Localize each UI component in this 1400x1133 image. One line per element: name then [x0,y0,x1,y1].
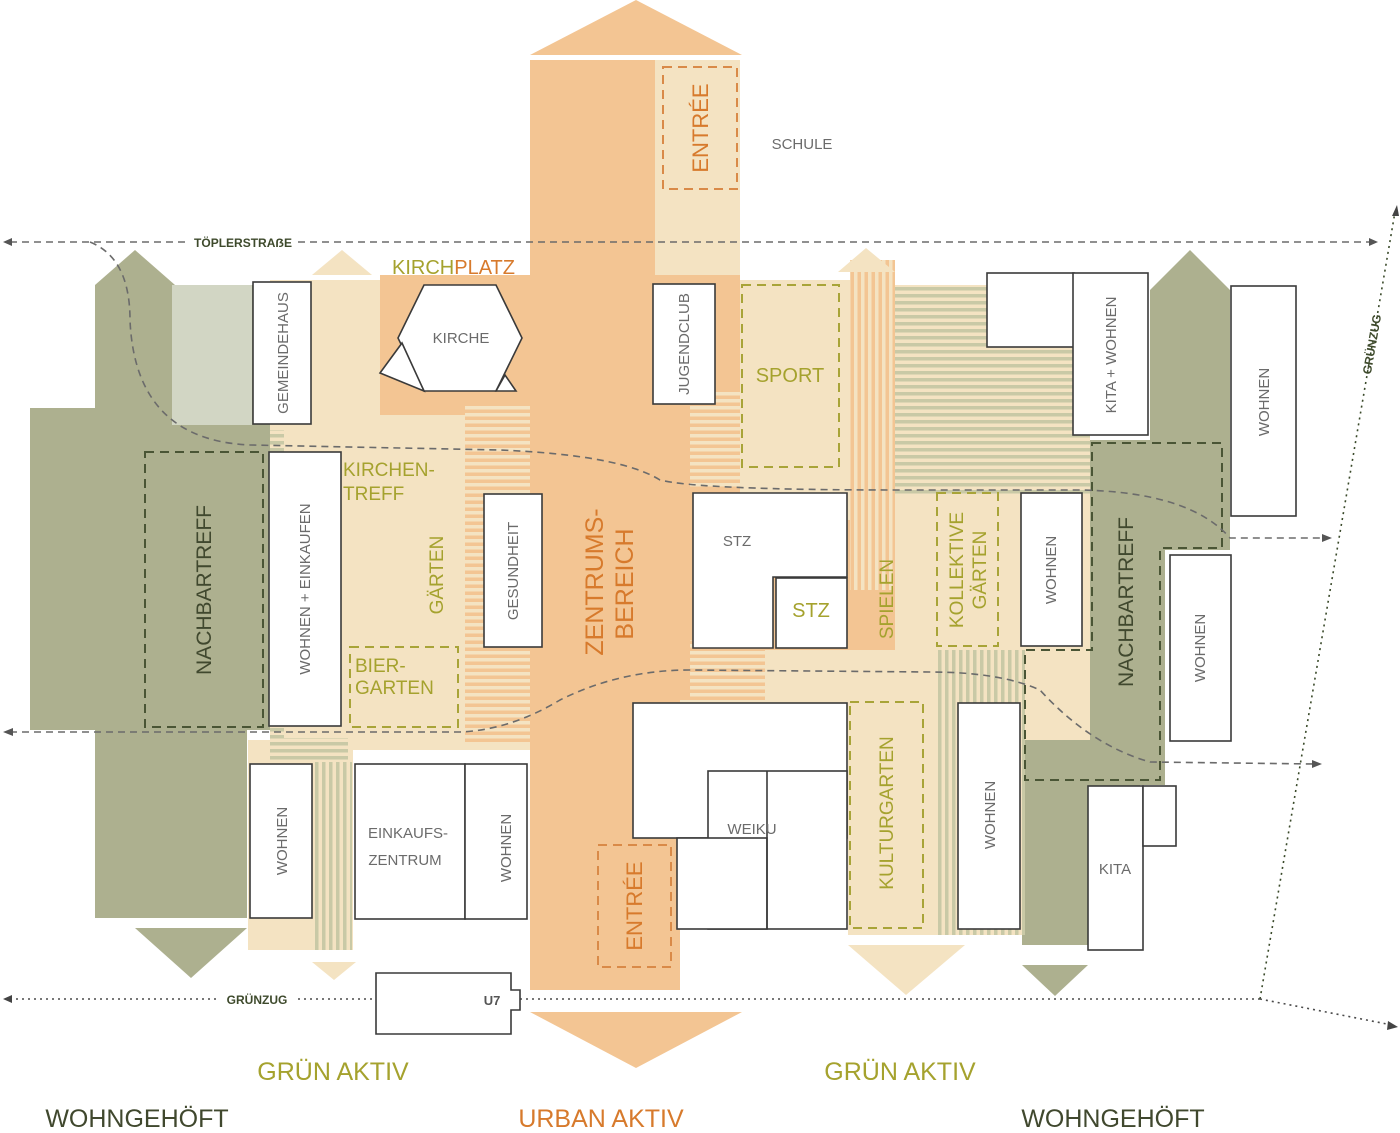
gruenzug-right-label: GRÜNZUG [1359,313,1384,375]
nachbartreff-left-label: NACHBARTREFF [193,505,216,675]
wohnen-right-mid-building [1020,492,1083,647]
wohnen-far-right-building [1230,285,1297,517]
gesundheit-building [483,493,543,648]
kirchentreff-label-2: TREFF [343,484,404,505]
kirchplatz-part1: KIRCH [392,257,454,279]
kita-wohnen-label: KITA + WOHNEN [1103,297,1120,414]
gesundheit-label: GESUNDHEIT [505,522,522,620]
gaerten-label: GÄRTEN [427,536,448,615]
kita-label: KITA [1099,861,1131,878]
wohnen-bottom-left-building [249,763,313,919]
wohnen-right-lower-building [1169,554,1232,742]
spielen-label: SPIELEN [877,559,898,639]
gemeindehaus-label: GEMEINDEHAUS [275,292,292,414]
buildings [249,272,1297,1035]
gruen-aktiv-left-label: GRÜN AKTIV [257,1058,409,1086]
sport-label: SPORT [756,365,825,387]
biergarten-label-1: BIER- [355,656,406,677]
wohnen-right-mid-label: WOHNEN [1043,536,1060,604]
einkaufszentrum-label-2: ZENTRUM [368,852,441,869]
kirchplatz-label: KIRCHPLATZ [392,257,515,279]
kita-building [1087,785,1144,951]
wohngehoeft-right-label: WOHNGEHÖFT [1021,1105,1204,1133]
wohnen-bottom-left-label: WOHNEN [274,807,291,875]
wohnen-einkaufen-label: WOHNEN + EINKAUFEN [297,503,314,674]
zentrumsbereich-label-1: ZENTRUMS- [581,508,609,655]
kirchplatz-part2: PLATZ [454,257,515,279]
stz-small-building [775,577,848,649]
entree-bottom-label: ENTRÉE [622,861,647,950]
stz-building [692,492,848,649]
entree-top-label: ENTRÉE [688,83,713,172]
kirche-label: KIRCHE [433,330,490,347]
kirchentreff-label-1: KIRCHEN- [343,460,435,481]
wohnen-bottom-right-building [957,702,1021,930]
wohngehoeft-left-label: WOHNGEHÖFT [45,1105,228,1133]
wohnen-right-lower-label: WOHNEN [1192,614,1209,682]
weiku-label: WEIKU [727,821,776,838]
u7-station [375,972,521,1035]
zone-outlines [144,66,1223,968]
green-areas [30,250,1230,996]
wohnen-einkaufen-building [268,451,342,727]
toeplerstrasse-label: TÖPLERSTRAẞE [194,235,292,250]
wohnen-bottom-center-label: WOHNEN [498,814,515,882]
jugendclub-label: JUGENDCLUB [676,293,693,395]
schule-label: SCHULE [772,136,833,153]
kita-wohnen-building [1072,272,1149,436]
gruen-aktiv-right-label: GRÜN AKTIV [824,1058,976,1086]
einkaufszentrum-label-1: EINKAUFS- [368,825,448,842]
jugendclub-building [652,283,716,405]
gruenzug-bottom-label: GRÜNZUG [227,992,288,1007]
nachbartreff-right-label: NACHBARTREFF [1115,517,1138,687]
labels: TÖPLERSTRAẞE GRÜNZUG GRÜNZUG U7 SCHULE G… [45,83,1384,1133]
stz-small-label-visible: STZ [792,600,830,622]
gemeindehaus-building [252,281,312,425]
kulturgarten-label: KULTURGARTEN [877,736,898,889]
biergarten-label-2: GARTEN [355,678,434,699]
urban-aktiv-label: URBAN AKTIV [518,1105,684,1133]
kollektive-label-1: KOLLEKTIVE [947,512,968,628]
kollektive-label-2: GÄRTEN [970,531,991,610]
wohnen-far-right-label: WOHNEN [1256,368,1273,436]
wohnen-bottom-center-building [464,763,528,920]
u7-label: U7 [484,993,501,1008]
zentrumsbereich-label-2: BEREICH [611,528,639,639]
routes [3,205,1399,1030]
wohnen-bottom-right-label: WOHNEN [982,781,999,849]
stz-main-label: STZ [723,533,751,550]
